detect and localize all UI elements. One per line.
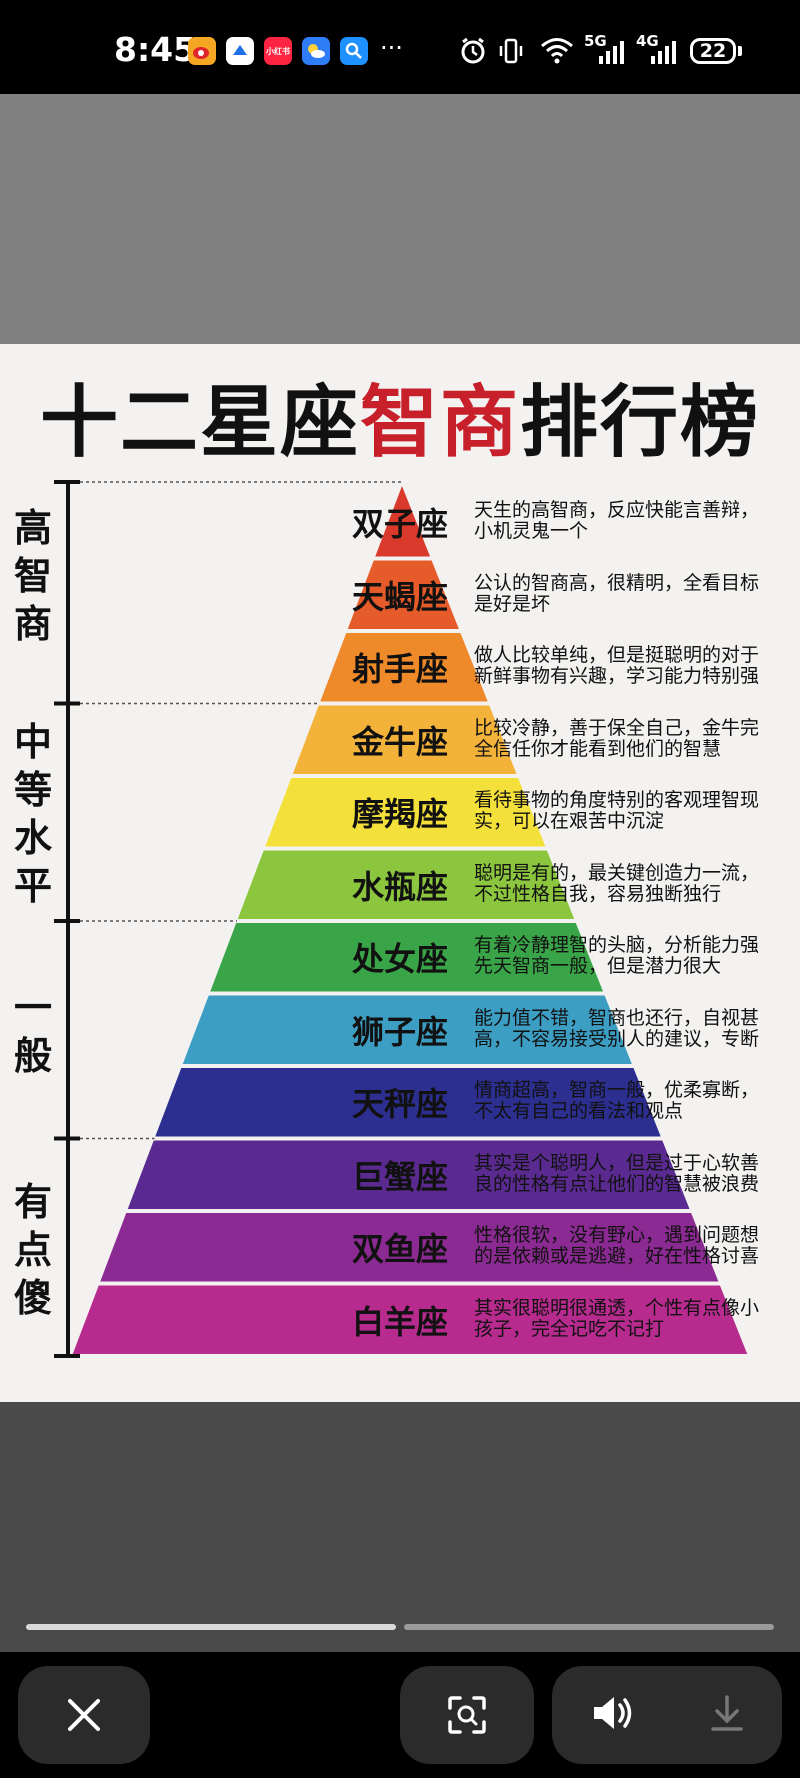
- sign-description: 做人比较单纯，但是挺聪明的对于 新鲜事物有兴趣，学习能力特别强: [474, 644, 760, 688]
- network-4g-label: 4G: [636, 32, 659, 50]
- pyramid-layer-9: [155, 1068, 661, 1137]
- sign-description: 性格很软，没有野心，遇到问题想 的是依赖或是逃避，好在性格讨喜: [474, 1224, 760, 1268]
- xiaohongshu-icon: 小红书: [264, 37, 292, 65]
- sign-name: 白羊座: [352, 1302, 449, 1341]
- tier-label-average: 一般: [13, 986, 52, 1078]
- sign-name: 天秤座: [352, 1085, 449, 1124]
- alarm-icon: [458, 36, 488, 70]
- sign-name: 摩羯座: [352, 795, 449, 834]
- infographic-image[interactable]: 十二星座智商排行榜 高智商 中等水平 一般 有点傻 双子座天生的高智商，反应快能…: [0, 344, 800, 1402]
- wifi-icon: [540, 36, 574, 68]
- sign-description: 其实是个聪明人，但是过于心软善 良的性格有点让他们的智慧被浪费: [474, 1151, 760, 1195]
- search-app-icon: [340, 37, 368, 65]
- sign-description: 聪明是有的，最关键创造力一流， 不过性格自我，容易独断独行: [474, 861, 760, 905]
- sign-name: 巨蟹座: [352, 1157, 449, 1196]
- tier-label-high: 高智商: [13, 506, 52, 646]
- pyramid-layer-12: [72, 1285, 748, 1354]
- media-controls: [552, 1666, 782, 1764]
- status-bar: 8:45 小红书 ··· 5G 4G 22: [0, 0, 800, 94]
- sign-description: 看待事物的角度特别的客观理智现 实，可以在艰苦中沉淀: [474, 789, 760, 833]
- pyramid-svg: [54, 480, 748, 1358]
- clock: 8:45: [114, 30, 197, 69]
- signal-5g-icon: [598, 40, 624, 68]
- scan-icon: [448, 1696, 486, 1734]
- sign-name: 天蝎座: [352, 577, 449, 616]
- weibo-icon: [188, 37, 216, 65]
- pyramid-layer-3: [320, 633, 488, 702]
- sign-description: 情商超高，智商一般，优柔寡断， 不太有自己的看法和观点: [474, 1079, 760, 1123]
- pyramid-layer-8: [182, 995, 632, 1064]
- pyramid-layer-2: [347, 560, 459, 629]
- pyramid-layer-4: [292, 705, 517, 774]
- download-icon: [710, 1695, 743, 1731]
- sign-description: 其实很聪明很通透，个性有点像小 孩子，完全记吃不记打: [474, 1296, 760, 1340]
- messenger-icon: [226, 37, 254, 65]
- pyramid-layer-6: [237, 850, 575, 919]
- progress-indicator-current: [26, 1624, 396, 1630]
- sign-description: 比较冷静，善于保全自己，金牛完 全信任你才能看到他们的智慧: [474, 716, 760, 760]
- sign-name: 处女座: [352, 940, 449, 979]
- pyramid-layer-5: [265, 778, 546, 847]
- pyramid-layer-7: [210, 923, 604, 992]
- network-5g-label: 5G: [584, 32, 607, 50]
- close-button[interactable]: [18, 1666, 150, 1764]
- sign-name: 双鱼座: [352, 1230, 449, 1269]
- sign-description: 能力值不错，智商也还行，自视甚 高，不容易接受别人的建议，专断: [474, 1006, 760, 1050]
- more-notifications: ···: [380, 34, 403, 62]
- battery-level: 22: [699, 40, 727, 62]
- vibrate-icon: [496, 36, 526, 70]
- sign-name: 双子座: [352, 505, 449, 544]
- download-button[interactable]: [709, 1693, 745, 1737]
- tier-label-medium: 中等水平: [13, 720, 52, 908]
- title-part1: 十二星座: [39, 378, 360, 468]
- battery-tip: [738, 46, 742, 56]
- infographic-title: 十二星座智商排行榜: [0, 360, 800, 472]
- sign-description: 天生的高智商，反应快能言善辩， 小机灵鬼一个: [474, 499, 760, 543]
- tier-label-silly: 有点傻: [13, 1180, 52, 1320]
- xiaohongshu-label: 小红书: [266, 46, 290, 56]
- pyramid-layer-10: [127, 1140, 690, 1209]
- title-highlight: 智商: [359, 378, 520, 468]
- battery-icon: 22: [690, 38, 736, 64]
- volume-button[interactable]: [590, 1693, 634, 1737]
- title-part2: 排行榜: [520, 378, 761, 468]
- close-icon: [68, 1699, 100, 1731]
- progress-indicator-next: [404, 1624, 774, 1630]
- sign-name: 水瓶座: [352, 867, 449, 906]
- pyramid-layer-1: [375, 486, 431, 557]
- weather-icon: [302, 37, 330, 65]
- sign-name: 狮子座: [352, 1012, 449, 1051]
- sign-description: 公认的智商高，很精明，全看目标 是好是坏: [474, 571, 760, 615]
- volume-icon: [593, 1697, 631, 1729]
- pyramid-layer-11: [100, 1213, 719, 1282]
- sign-name: 金牛座: [352, 722, 449, 761]
- sign-name: 射手座: [352, 650, 449, 689]
- signal-4g-icon: [650, 40, 676, 68]
- sign-description: 有着冷静理智的头脑，分析能力强 先天智商一般，但是潜力很大: [474, 934, 760, 978]
- scan-button[interactable]: [400, 1666, 534, 1764]
